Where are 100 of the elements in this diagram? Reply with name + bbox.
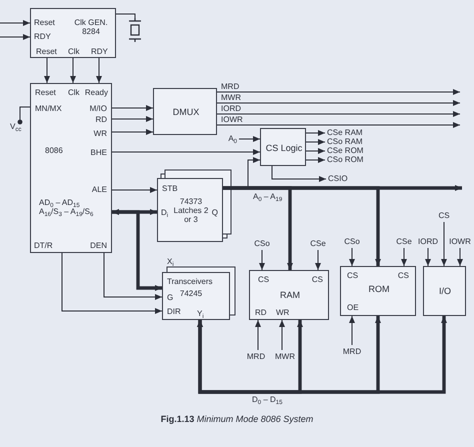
pin-label: Y$_{i}$: [197, 309, 204, 318]
pin-label: DT/R: [34, 241, 53, 250]
memory-block: [340, 266, 416, 316]
signal-label: MWR: [221, 93, 241, 102]
processor-block: [30, 83, 112, 253]
signal-line: [306, 139, 326, 145]
signal-line: [216, 89, 460, 95]
latch-block: [157, 178, 223, 242]
pin-label: RDY: [34, 32, 51, 41]
logic-block: [260, 128, 306, 166]
chip-label: Clk GEN. 8284: [73, 18, 109, 36]
signal-line: [401, 248, 407, 266]
pin-label: DIR: [167, 307, 181, 316]
signal-label: CSe RAM: [327, 128, 363, 137]
signal-label: CSe: [309, 239, 327, 248]
signal-label: D$_{0}$ – D$_{15}$: [252, 395, 282, 404]
pin-label: STB: [162, 184, 178, 193]
pin-label: CS: [347, 271, 358, 280]
signal-label: MWR: [274, 352, 296, 361]
pin-label: Q: [212, 208, 218, 217]
signal-label: CSo ROM: [327, 155, 364, 164]
pin-label: BHE: [90, 148, 107, 157]
chip-label: 8086: [45, 146, 63, 155]
block-title: DMUX: [172, 108, 200, 117]
bus-line: [223, 186, 381, 266]
pin-label: ALE: [92, 185, 107, 194]
block-title: CS Logic: [264, 144, 304, 153]
pin-label: MN/MX: [35, 104, 62, 113]
signal-line: [116, 14, 136, 18]
pin-label: RD: [255, 308, 267, 317]
signal-line: [315, 250, 321, 270]
crystal-symbol: [129, 18, 141, 42]
signal-line: [104, 252, 162, 300]
pin-label: Reset: [36, 47, 57, 56]
signal-line: [238, 136, 260, 142]
signal-label: CSo: [343, 237, 361, 246]
pin-label: WR: [94, 129, 107, 138]
signal-line: [96, 58, 102, 84]
signal-line: [441, 222, 447, 266]
pin-label: CS: [258, 275, 270, 284]
signal-line: [18, 106, 30, 124]
signal-line: [44, 58, 50, 84]
pin-label: CS: [312, 275, 323, 284]
signal-line: [306, 130, 326, 136]
pin-label: G: [167, 293, 174, 302]
memory-block: [249, 270, 329, 320]
block-title: RAM: [279, 291, 301, 300]
block-title: I/O: [438, 287, 452, 296]
signal-line: [62, 252, 162, 314]
bus-line: [112, 209, 162, 291]
signal-label: CSIO: [328, 174, 348, 183]
signal-line: [216, 111, 460, 117]
demultiplexer-block: [153, 88, 217, 135]
pin-label: M/IO: [90, 104, 107, 113]
pin-label: DEN: [90, 241, 107, 250]
signal-line: [112, 187, 158, 193]
signal-line: [279, 320, 285, 350]
signal-line: [425, 248, 431, 266]
signal-line: [0, 34, 30, 40]
pin-label: RDY: [91, 47, 108, 56]
signal-line: [216, 122, 460, 128]
signal-line: [0, 20, 30, 26]
signal-label: MRD: [246, 352, 266, 361]
signal-line: [349, 316, 355, 346]
signal-line: [306, 157, 326, 163]
pin-label: WR: [276, 308, 290, 317]
signal-line: [216, 100, 460, 106]
signal-line: [272, 166, 326, 182]
chip-label: Transceivers: [167, 277, 212, 286]
signal-line: [306, 148, 326, 154]
pin-label: Clk: [68, 88, 80, 97]
signal-label: A$_{0}$ – A$_{19}$: [253, 192, 282, 201]
signal-line: [112, 105, 154, 111]
signal-label: IORD: [221, 104, 241, 113]
io-block: [423, 266, 466, 316]
supply-label: V$_{cc}$: [10, 122, 32, 136]
signal-label: A$_{0}$: [228, 134, 237, 143]
signal-label: CSe ROM: [327, 146, 364, 155]
bus-line: [197, 316, 447, 394]
pin-label: AD$_{0}$ – AD$_{15}$ A$_{16}$/S$_{3}$ – A$_{19}$/S$_{6}$: [39, 198, 94, 216]
signal-label: CS: [437, 211, 451, 220]
pin-label: Clk: [68, 47, 80, 56]
chip-label: 74373 Latches 2 or 3: [173, 197, 209, 224]
signal-line: [70, 58, 76, 84]
pin-label: OE: [347, 303, 359, 312]
signal-line: [255, 320, 261, 350]
signal-label: MRD: [342, 347, 362, 356]
signal-label: MRD: [221, 82, 240, 91]
signal-line: [112, 116, 154, 122]
signal-label: CSo: [253, 239, 271, 248]
pin-label: Reset: [34, 18, 55, 27]
clock-generator-block: [30, 8, 116, 58]
figure-caption: Fig.1.13 Minimum Mode 8086 System: [160, 414, 314, 424]
signal-label: CSo RAM: [327, 137, 363, 146]
pin-label: RD: [95, 115, 107, 124]
pin-label: Ready: [84, 88, 108, 97]
pin-label: X$_{i}$: [167, 257, 174, 266]
pin-label: CS: [398, 271, 409, 280]
pin-label: 74245: [178, 289, 204, 298]
signal-line: [457, 248, 463, 266]
